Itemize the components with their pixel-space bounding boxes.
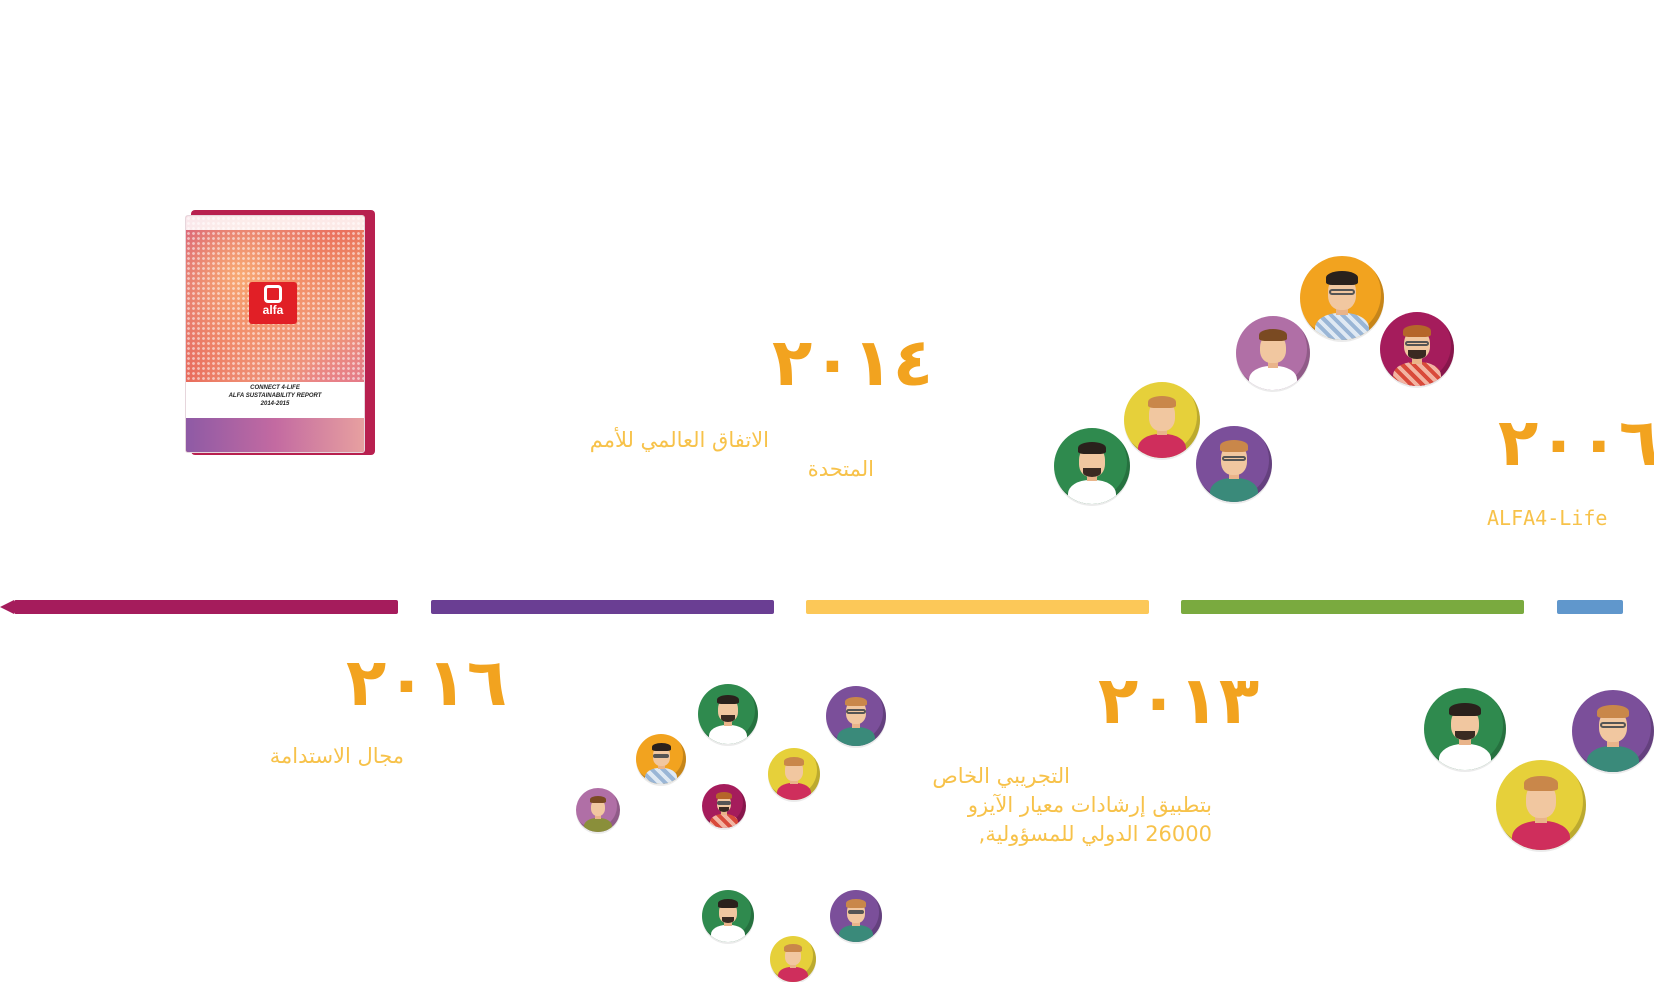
avatar-icon [1236, 316, 1310, 390]
avatar-icon [576, 788, 620, 832]
milestone-2013-line-1: التجريبي الخاص [932, 764, 1070, 788]
book-title-line: CONNECT 4-LIFE [250, 385, 300, 391]
timeline-segment-green [1181, 600, 1524, 614]
book-title-line: 2014-2015 [260, 401, 290, 407]
avatar-icon [1196, 426, 1272, 502]
logo-q-icon [264, 285, 282, 303]
timeline-segment-magenta [14, 600, 398, 614]
avatar-icon [770, 936, 816, 982]
book-title-line: ALFA SUSTAINABILITY REPORT [228, 393, 322, 399]
avatar-icon [1496, 760, 1586, 850]
avatar-icon [826, 686, 886, 746]
timeline-segment-yellow [806, 600, 1149, 614]
timeline-arrow-left-icon [0, 600, 14, 614]
avatar-icon [636, 734, 686, 784]
sustainability-report-cover: alfa CONNECT 4-LIFE ALFA SUSTAINABILITY … [185, 210, 375, 455]
avatar-icon [702, 890, 754, 942]
book-top-strip [186, 216, 364, 230]
avatar-icon [1124, 382, 1200, 458]
milestone-2016-text: مجال الاستدامة [269, 744, 404, 768]
timeline-segment-purple [431, 600, 774, 614]
avatar-icon [698, 684, 758, 744]
year-2006: ٢٠٠٦ [1498, 404, 1654, 481]
milestone-2006-text: ALFA4-Life [1487, 506, 1608, 530]
milestone-2013-line-3: 26000 الدولي للمسؤولية, [978, 822, 1212, 846]
book-cover: alfa CONNECT 4-LIFE ALFA SUSTAINABILITY … [185, 215, 365, 453]
avatar-icon [768, 748, 820, 800]
timeline-segment-blue [1557, 600, 1623, 614]
milestone-2014-text: الاتفاق العالمي للأمم المتحدة [590, 426, 874, 484]
timeline-bar [0, 597, 1654, 617]
avatar-icon [702, 784, 746, 828]
year-2016: ٢٠١٦ [346, 644, 508, 721]
milestone-2014-line-1: الاتفاق العالمي للأمم [589, 428, 769, 452]
avatar-icon [1054, 428, 1130, 504]
avatar-icon [1300, 256, 1384, 340]
year-2014: ٢٠١٤ [772, 324, 934, 401]
year-2013: ٢٠١٣ [1098, 662, 1260, 739]
milestone-2013-text: التجريبي الخاص بتطبيق إرشادات معيار الآي… [932, 762, 1212, 849]
avatar-icon [1424, 688, 1506, 770]
avatar-icon [1380, 312, 1454, 386]
avatar-icon [830, 890, 882, 942]
book-title-band [186, 382, 364, 418]
milestone-2013-line-2: بتطبيق إرشادات معيار الآيزو [967, 793, 1212, 817]
logo-text: alfa [262, 303, 284, 317]
book-title: CONNECT 4-LIFE ALFA SUSTAINABILITY REPOR… [186, 384, 364, 408]
milestone-2014-line-2: المتحدة [807, 457, 874, 481]
alfa-logo-icon: alfa [249, 282, 297, 324]
book-bottom-band [186, 418, 364, 452]
avatar-icon [1572, 690, 1654, 772]
